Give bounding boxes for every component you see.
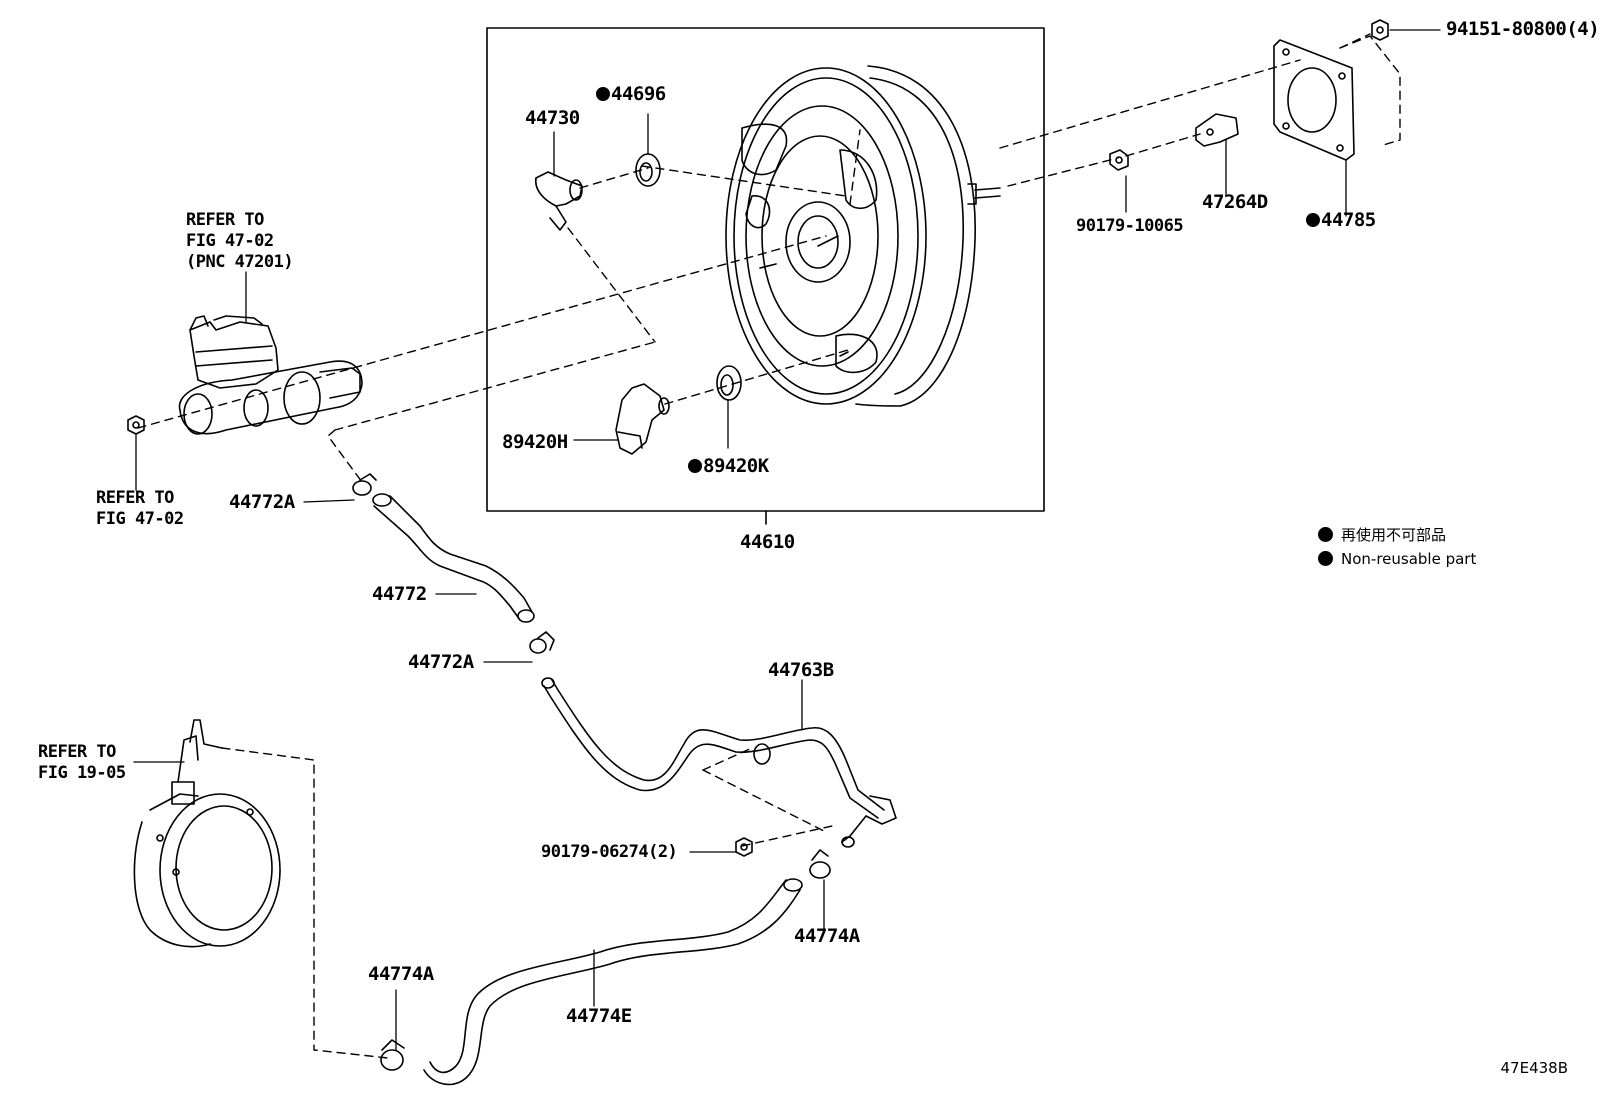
label-44763b: 44763B bbox=[768, 659, 834, 681]
legend-dot bbox=[1318, 551, 1333, 566]
clamp-44772a-lower bbox=[529, 631, 555, 654]
sensor-89420h bbox=[615, 383, 670, 455]
legend-jp: 再使用不可部品 bbox=[1318, 524, 1446, 545]
label-89420h: 89420H bbox=[502, 431, 568, 453]
bracket-47264d bbox=[1195, 113, 1239, 147]
nut-left bbox=[127, 415, 145, 435]
nut-90179-10065 bbox=[1109, 149, 1129, 171]
vacuum-pump bbox=[133, 719, 281, 948]
label-44772: 44772 bbox=[372, 583, 427, 605]
nut-90179-06274 bbox=[735, 837, 753, 857]
label-44785: 44785 bbox=[1306, 210, 1376, 231]
label-44774e: 44774E bbox=[566, 1005, 632, 1027]
brake-booster bbox=[725, 65, 1001, 407]
legend-en: Non-reusable part bbox=[1318, 550, 1476, 568]
label-90179-10065: 90179-10065 bbox=[1076, 216, 1184, 236]
ref-master-cylinder: REFER TO FIG 47-02 (PNC 47201) bbox=[186, 210, 294, 272]
figure-code: 47E438B bbox=[1500, 1059, 1569, 1077]
grommet-44696 bbox=[635, 153, 661, 187]
clamp-44774a-bottom bbox=[380, 1039, 405, 1071]
clamp-44774a-right bbox=[809, 849, 831, 879]
label-44610: 44610 bbox=[740, 531, 795, 553]
hose-44774e bbox=[423, 878, 803, 1086]
label-94151-80800: 94151-80800(4) bbox=[1446, 18, 1599, 40]
check-valve-44730 bbox=[534, 171, 583, 231]
master-cylinder bbox=[178, 315, 363, 435]
non-reusable-dot bbox=[1306, 213, 1320, 227]
label-90179-06274: 90179-06274(2) bbox=[541, 842, 678, 862]
gasket-44785 bbox=[1273, 39, 1355, 161]
grommet-89420k bbox=[716, 365, 742, 401]
pipe-44763b bbox=[541, 677, 897, 848]
ref-nut: REFER TO FIG 47-02 bbox=[96, 488, 184, 529]
label-44774a-bottom: 44774A bbox=[368, 963, 434, 985]
label-47264d: 47264D bbox=[1202, 191, 1268, 213]
label-44774a-right: 44774A bbox=[794, 925, 860, 947]
legend-dot bbox=[1318, 527, 1333, 542]
non-reusable-dot bbox=[596, 87, 610, 101]
label-89420k: 89420K bbox=[688, 456, 769, 477]
nut-94151 bbox=[1371, 19, 1389, 41]
label-44772a-top: 44772A bbox=[229, 491, 295, 513]
ref-vacuum-pump: REFER TO FIG 19-05 bbox=[38, 742, 126, 783]
label-44730: 44730 bbox=[525, 107, 580, 129]
label-44772a-lower: 44772A bbox=[408, 651, 474, 673]
label-44696: 44696 bbox=[596, 84, 666, 105]
hose-44772 bbox=[372, 493, 535, 623]
clamp-44772a-top bbox=[352, 473, 377, 496]
non-reusable-dot bbox=[688, 459, 702, 473]
